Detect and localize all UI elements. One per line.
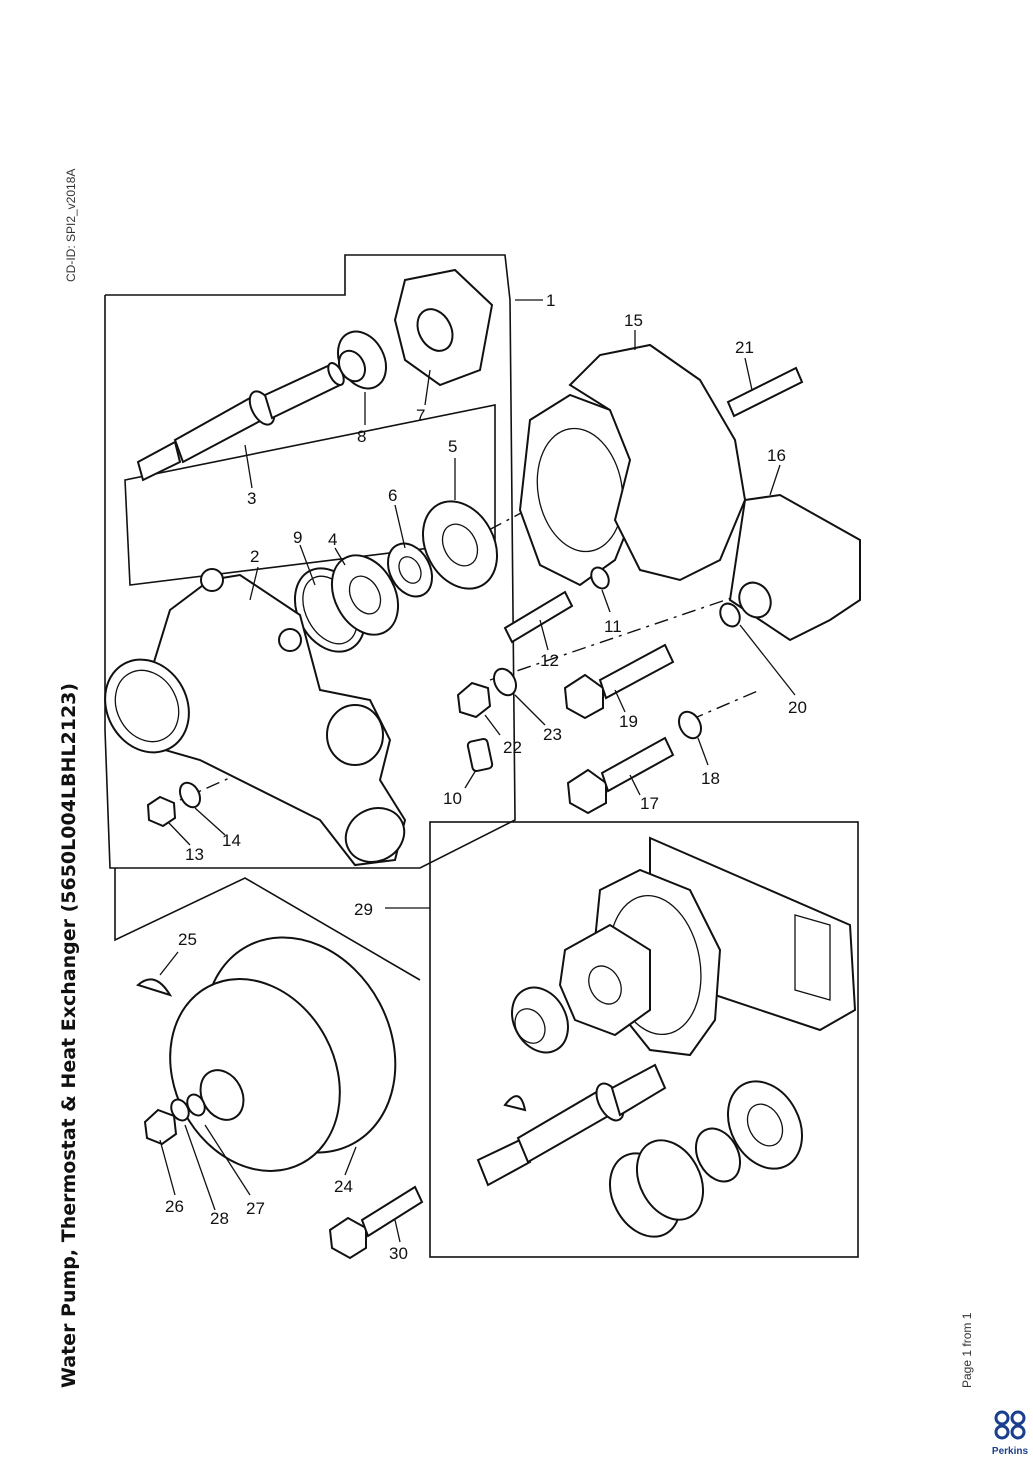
- callout-2: 2: [250, 547, 259, 566]
- part-stud-21: [726, 366, 804, 418]
- callout-12: 12: [540, 651, 559, 670]
- part-seal: [337, 330, 387, 390]
- leader-lines: [159, 299, 796, 1243]
- kit-29-impeller: [558, 923, 651, 1037]
- callout-4: 4: [328, 530, 337, 549]
- kit-29-frame: [429, 821, 859, 1258]
- callout-7: 7: [416, 406, 425, 425]
- callout-8: 8: [357, 427, 366, 446]
- callout-19: 19: [619, 712, 638, 731]
- callout-5: 5: [448, 437, 457, 456]
- callout-13: 13: [185, 845, 204, 864]
- part-washer-23: [492, 667, 518, 697]
- part-spacer: [386, 542, 434, 598]
- callout-11: 11: [604, 617, 622, 636]
- callout-22: 22: [503, 738, 522, 757]
- brand-name: Perkins: [991, 1446, 1029, 1457]
- callout-3: 3: [247, 489, 256, 508]
- part-shaft: [136, 362, 345, 482]
- callout-17: 17: [640, 794, 659, 813]
- part-bearing-4: [330, 554, 400, 636]
- part-pump-body: [104, 568, 407, 867]
- callout-25: 25: [178, 930, 197, 949]
- axis-line: [179, 759, 271, 801]
- part-nut: [146, 795, 177, 828]
- kit-29-bearings: [608, 1080, 803, 1238]
- perkins-logo: Perkins: [988, 1410, 1032, 1457]
- part-stud-12: [503, 590, 574, 644]
- axis-line: [489, 589, 756, 681]
- callout-29: 29: [354, 900, 373, 919]
- part-key-25: [136, 978, 173, 997]
- part-nut-26: [143, 1108, 178, 1146]
- callout-15: 15: [624, 311, 643, 330]
- callout-26: 26: [165, 1197, 184, 1216]
- part-impeller: [393, 268, 494, 387]
- part-washer-18: [677, 710, 703, 740]
- part-washer: [178, 781, 202, 809]
- part-bolt-19: [563, 643, 675, 720]
- callout-18: 18: [701, 769, 720, 788]
- callout-23: 23: [543, 725, 562, 744]
- callout-20: 20: [788, 698, 807, 717]
- kit-29-shaft: [476, 1063, 667, 1187]
- callout-10: 10: [443, 789, 462, 808]
- part-bearing-5: [422, 500, 498, 590]
- part-washer-20: [719, 602, 741, 628]
- assembly-1-frame: [104, 254, 516, 869]
- axis-line: [689, 689, 761, 721]
- part-washer-11: [590, 566, 610, 590]
- part-housing: [568, 343, 861, 642]
- callout-28: 28: [210, 1209, 229, 1228]
- part-pulley: [169, 936, 397, 1172]
- callout-30: 30: [389, 1244, 408, 1263]
- part-nut-22: [456, 681, 492, 719]
- part-bolt-30: [328, 1185, 424, 1260]
- pulley-frame: [114, 868, 421, 981]
- callout-1: 1: [546, 291, 555, 310]
- callout-6: 6: [388, 486, 397, 505]
- kit-29-seal: [511, 986, 569, 1054]
- part-key: [466, 737, 494, 773]
- part-bolt-17: [566, 736, 675, 815]
- part-washer-27: [186, 1093, 206, 1117]
- callout-24: 24: [334, 1177, 353, 1196]
- callout-14: 14: [222, 831, 241, 850]
- callout-16: 16: [767, 446, 786, 465]
- perkins-logo-icon: [994, 1410, 1026, 1440]
- callout-21: 21: [735, 338, 754, 357]
- callout-9: 9: [293, 528, 302, 547]
- callout-27: 27: [246, 1199, 265, 1218]
- kit-29-key: [503, 1095, 527, 1112]
